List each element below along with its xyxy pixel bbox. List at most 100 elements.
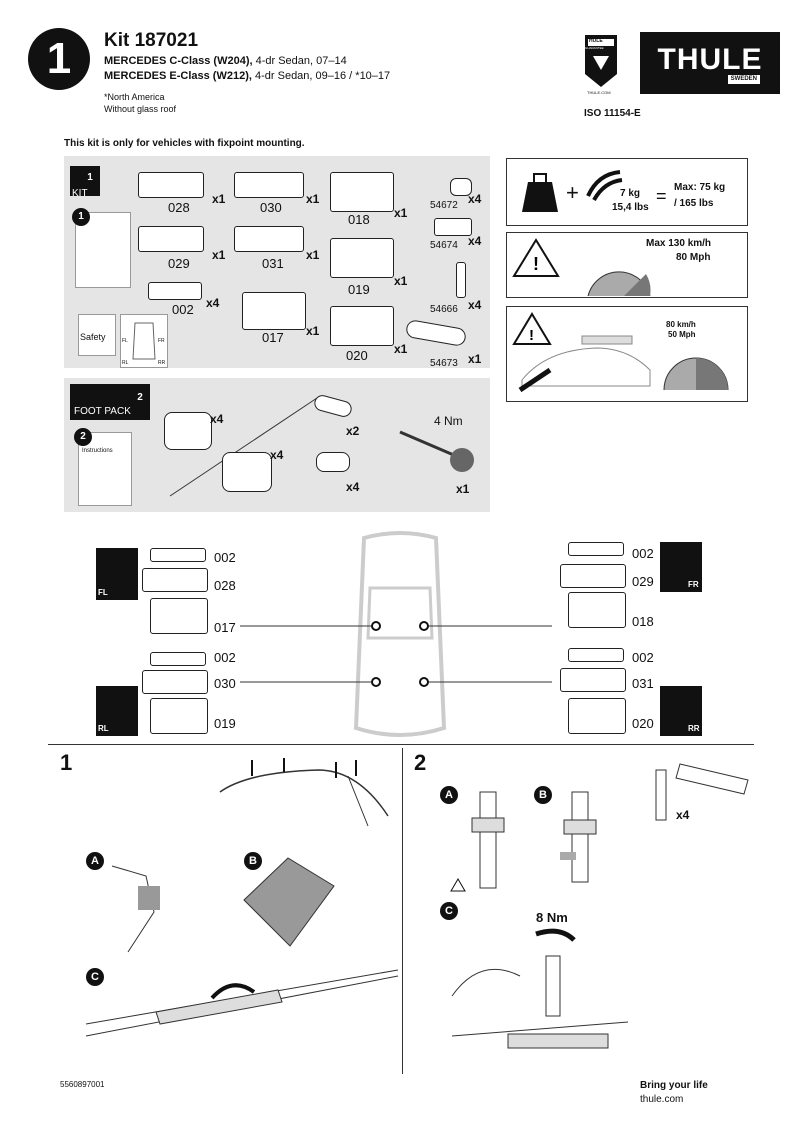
part-qty-018: x1	[394, 206, 408, 220]
part-code-028: 028	[168, 200, 190, 215]
nut-icon	[450, 178, 472, 196]
part-code-019: 019	[348, 282, 370, 297]
rl-code-bracket: 019	[214, 716, 236, 731]
part-code-54674: 54674	[430, 240, 458, 251]
hand-wiping-illustration	[243, 857, 335, 947]
badge-url-text: THULE.COM	[587, 90, 611, 95]
lock-qty: x4	[346, 480, 360, 494]
plus-sign: +	[566, 180, 579, 205]
part-code-031: 031	[262, 256, 284, 271]
rr-code-clip: 002	[632, 650, 654, 665]
weight-lbs: 15,4 lbs	[612, 202, 649, 213]
speedometer-icon	[587, 271, 651, 297]
warning-icon	[450, 878, 466, 897]
pad-icon	[560, 668, 626, 692]
part-qty-54672: x4	[468, 192, 482, 206]
doc-rl-label: RL	[122, 360, 129, 366]
rl-code-clip: 002	[214, 650, 236, 665]
step-2-a-badge: A	[440, 786, 458, 804]
foot-qty-2: x4	[270, 448, 284, 462]
rr-position-icon	[660, 686, 702, 736]
max-speed-kmh: Max 130 km/h	[646, 238, 712, 249]
step-number-badge: 1	[28, 28, 90, 90]
step-1-number: 1	[60, 750, 73, 775]
foot-icon	[164, 412, 212, 450]
step-1-b-badge: B	[244, 852, 262, 870]
fr-position-icon	[660, 542, 702, 592]
max-speed-mph: 80 Mph	[676, 252, 711, 263]
fl-label: FL	[98, 588, 108, 597]
vehicle-line-2: MERCEDES E-Class (W212), 4-dr Sedan, 09–…	[104, 70, 391, 82]
foot-pack-divider	[169, 395, 321, 497]
section-divider-vertical	[402, 748, 403, 1074]
pad-icon	[142, 670, 208, 694]
max-load-kg: Max: 75 kg	[674, 182, 726, 193]
speedometer-icon	[663, 357, 729, 391]
part-qty-020: x1	[394, 342, 408, 356]
max-load-lbs: / 165 lbs	[674, 198, 714, 209]
part-qty-54673: x1	[468, 352, 482, 366]
clip-icon	[148, 282, 202, 300]
part-code-029: 029	[168, 256, 190, 271]
part-qty-019: x1	[394, 274, 408, 288]
torque-label: 4 Nm	[434, 414, 463, 428]
doc-rr-label: RR	[158, 360, 166, 366]
foot-qty-1: x4	[210, 412, 224, 426]
roof-bars-icon	[586, 170, 623, 202]
pad-icon	[138, 226, 204, 252]
badge-sub-text: GUARANTEE	[585, 46, 604, 50]
vehicle-line-1: MERCEDES C-Class (W204), 4-dr Sedan, 07–…	[104, 55, 347, 67]
clip-icon	[150, 652, 206, 666]
foot-pack-label: FOOT PACK	[74, 406, 131, 417]
note-glass-roof: Without glass roof	[104, 104, 177, 114]
bracket-icon	[242, 292, 306, 330]
part-qty-029: x1	[212, 248, 226, 262]
doc-fl-label: FL	[122, 338, 128, 344]
fr-code-pad: 029	[632, 574, 654, 589]
part-code-030: 030	[260, 200, 282, 215]
bracket-icon	[150, 598, 208, 634]
rl-label: RL	[98, 724, 109, 733]
rl-code-pad: 030	[214, 676, 236, 691]
section-divider	[48, 744, 754, 745]
pad-icon	[138, 172, 204, 198]
step-2-b-badge: B	[534, 786, 552, 804]
kit-title: Kit 187021	[104, 30, 199, 51]
car-top-view-illustration	[353, 531, 447, 737]
bracket-icon	[568, 698, 626, 734]
bolt-install-b-illustration	[560, 791, 597, 883]
warning-icon: !	[512, 312, 552, 345]
part-code-018: 018	[348, 212, 370, 227]
note-north-america: *North America	[104, 92, 165, 102]
manual-2-badge: 2	[74, 428, 92, 446]
positions-doc-icon	[120, 314, 168, 368]
footer-url[interactable]: thule.com	[640, 1094, 684, 1105]
bolt-icon	[456, 262, 466, 298]
rr-code-bracket: 020	[632, 716, 654, 731]
step-1-a-badge: A	[86, 852, 104, 870]
bracket-icon	[568, 592, 626, 628]
clip-icon	[568, 648, 624, 662]
bracket-icon	[150, 698, 208, 734]
weight-icon	[522, 173, 558, 212]
part-qty-002: x4	[206, 296, 220, 310]
bracket-icon	[330, 238, 394, 278]
fl-position-icon	[96, 548, 138, 600]
part-code-020: 020	[346, 348, 368, 363]
position-lines	[240, 621, 552, 687]
part-qty-017: x1	[306, 324, 320, 338]
safety-label: Safety	[80, 332, 106, 342]
document-code: 5560897001	[60, 1080, 105, 1089]
pad-icon	[234, 172, 304, 198]
bolt-and-plate-illustration	[655, 763, 749, 821]
iso-standard: ISO 11154-E	[584, 108, 641, 119]
equals-sign: =	[656, 186, 667, 206]
torque-tool-icon	[399, 430, 474, 472]
rl-position-icon	[96, 686, 138, 736]
warning-icon: !	[512, 238, 560, 277]
fl-code-clip: 002	[214, 550, 236, 565]
offroad-kmh: 80 km/h	[666, 320, 696, 329]
fr-code-clip: 002	[632, 546, 654, 561]
badge-top-text: THULE	[586, 38, 603, 44]
